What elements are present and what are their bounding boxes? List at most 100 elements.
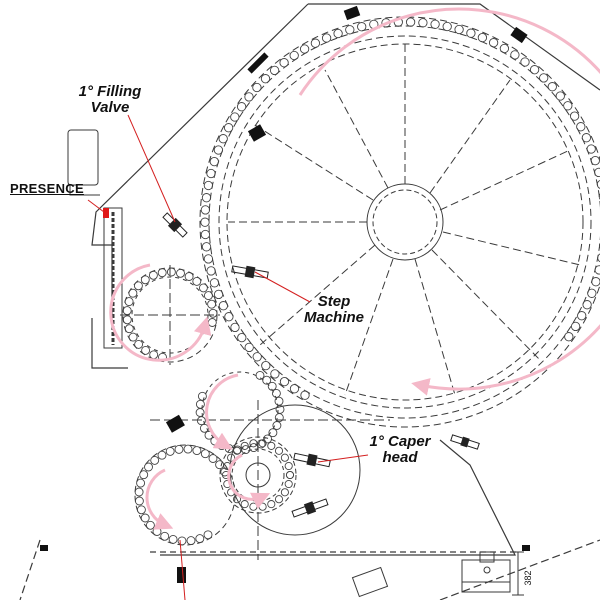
chain-pocket <box>209 156 219 167</box>
chain-pocket <box>200 449 210 459</box>
flow-arrows <box>109 7 600 530</box>
chain-pocket <box>213 289 224 300</box>
chain-pocket <box>144 462 153 472</box>
chain-pocket <box>203 254 214 264</box>
chain-pocket <box>499 43 510 54</box>
chain-pocket <box>139 470 149 480</box>
chain-pocket <box>252 82 262 93</box>
chain-pocket <box>224 444 234 454</box>
chain-pocket <box>596 179 600 189</box>
chain-pocket <box>594 265 600 275</box>
chain-pocket <box>201 242 212 252</box>
chain-pocket <box>145 520 155 530</box>
chain-pocket <box>128 288 138 298</box>
chain-pocket <box>207 318 217 327</box>
chain-pocket <box>201 193 212 203</box>
chain-pocket <box>122 315 132 325</box>
chain-pocket <box>563 101 573 111</box>
chain-pocket <box>539 73 549 83</box>
chain-pocket <box>263 434 273 444</box>
chain-pocket <box>244 92 254 102</box>
chain-pocket <box>160 531 170 541</box>
chain-pocket <box>587 288 597 298</box>
chain-pocket <box>581 133 592 143</box>
chain-pocket <box>157 450 167 460</box>
chain-pocket <box>255 370 265 380</box>
chain-pocket <box>270 369 280 379</box>
chain-pocket <box>345 25 355 35</box>
chain-pocket <box>136 505 146 515</box>
chain-pocket <box>148 270 158 280</box>
main-star-wheel <box>199 16 600 428</box>
chain-pocket <box>405 17 416 27</box>
chain-pocket <box>570 321 581 332</box>
chain-pocket <box>279 376 290 387</box>
filling-valve-label-line2: Valve <box>90 99 130 116</box>
chain-pocket <box>357 22 367 32</box>
chain-pocket <box>240 441 249 450</box>
chain-pocket <box>274 446 284 455</box>
chain-pocket <box>140 513 150 523</box>
chain-pocket <box>227 453 236 462</box>
chain-pocket <box>268 428 278 438</box>
chain-pocket <box>199 423 209 433</box>
chain-pocket <box>289 384 300 394</box>
chain-pocket <box>260 74 271 84</box>
chain-pocket <box>122 306 132 316</box>
presence-sensor <box>103 208 109 218</box>
chain-pocket <box>165 446 175 456</box>
chain-pocket <box>310 38 321 48</box>
chain-pocket <box>272 421 282 430</box>
chain-pocket <box>176 268 185 278</box>
chain-pocket <box>267 500 276 509</box>
chain-pocket <box>150 455 160 465</box>
chain-pocket <box>124 324 134 334</box>
chain-pocket <box>168 534 178 544</box>
capping-heads <box>291 434 480 518</box>
caper-head-label: 1° Caper head <box>362 434 438 466</box>
chain-pocket <box>124 297 134 307</box>
inlet-conveyor <box>67 129 123 349</box>
chain-pocket <box>224 312 234 322</box>
chain-pocket <box>267 441 276 450</box>
chain-pocket <box>477 32 488 43</box>
filling-valves <box>162 212 269 279</box>
chain-pocket <box>271 388 281 398</box>
chain-pocket <box>591 277 600 287</box>
chain-pocket <box>280 453 289 462</box>
chain-pocket <box>149 350 159 360</box>
chain-pocket <box>284 479 293 489</box>
chain-pocket <box>208 454 218 463</box>
chain-pocket <box>454 24 464 35</box>
chain-pocket <box>520 57 530 67</box>
chain-pocket <box>333 28 343 39</box>
chain-pocket <box>237 332 247 343</box>
chain-pocket <box>430 19 440 29</box>
chain-pocket <box>197 391 207 401</box>
chain-pocket <box>321 33 332 43</box>
chain-pocket <box>252 352 262 362</box>
step-machine-label-line2: Machine <box>303 309 364 326</box>
motor-blocks <box>40 5 530 583</box>
chain-pocket <box>174 444 184 454</box>
chain-pocket <box>206 168 216 179</box>
chain-pocket <box>192 446 202 456</box>
chain-pocket <box>280 488 289 497</box>
chain-pocket <box>598 242 600 249</box>
chain-pocket <box>183 444 193 454</box>
chain-pocket <box>195 408 205 417</box>
chain-pocket <box>577 311 587 321</box>
chain-pocket <box>134 496 144 506</box>
chain-pocket <box>141 345 151 355</box>
chain-pocket <box>213 145 224 155</box>
machine-frame <box>19 3 600 600</box>
presence-label: PRESENCE <box>10 181 84 196</box>
chain-pocket <box>586 144 596 154</box>
chain-pocket <box>510 50 520 60</box>
step-machine-label-line1: Step <box>317 293 351 310</box>
chain-pocket <box>244 342 254 353</box>
chain-pocket <box>136 478 146 488</box>
chain-pocket <box>206 266 216 276</box>
chain-pocket <box>547 82 557 92</box>
